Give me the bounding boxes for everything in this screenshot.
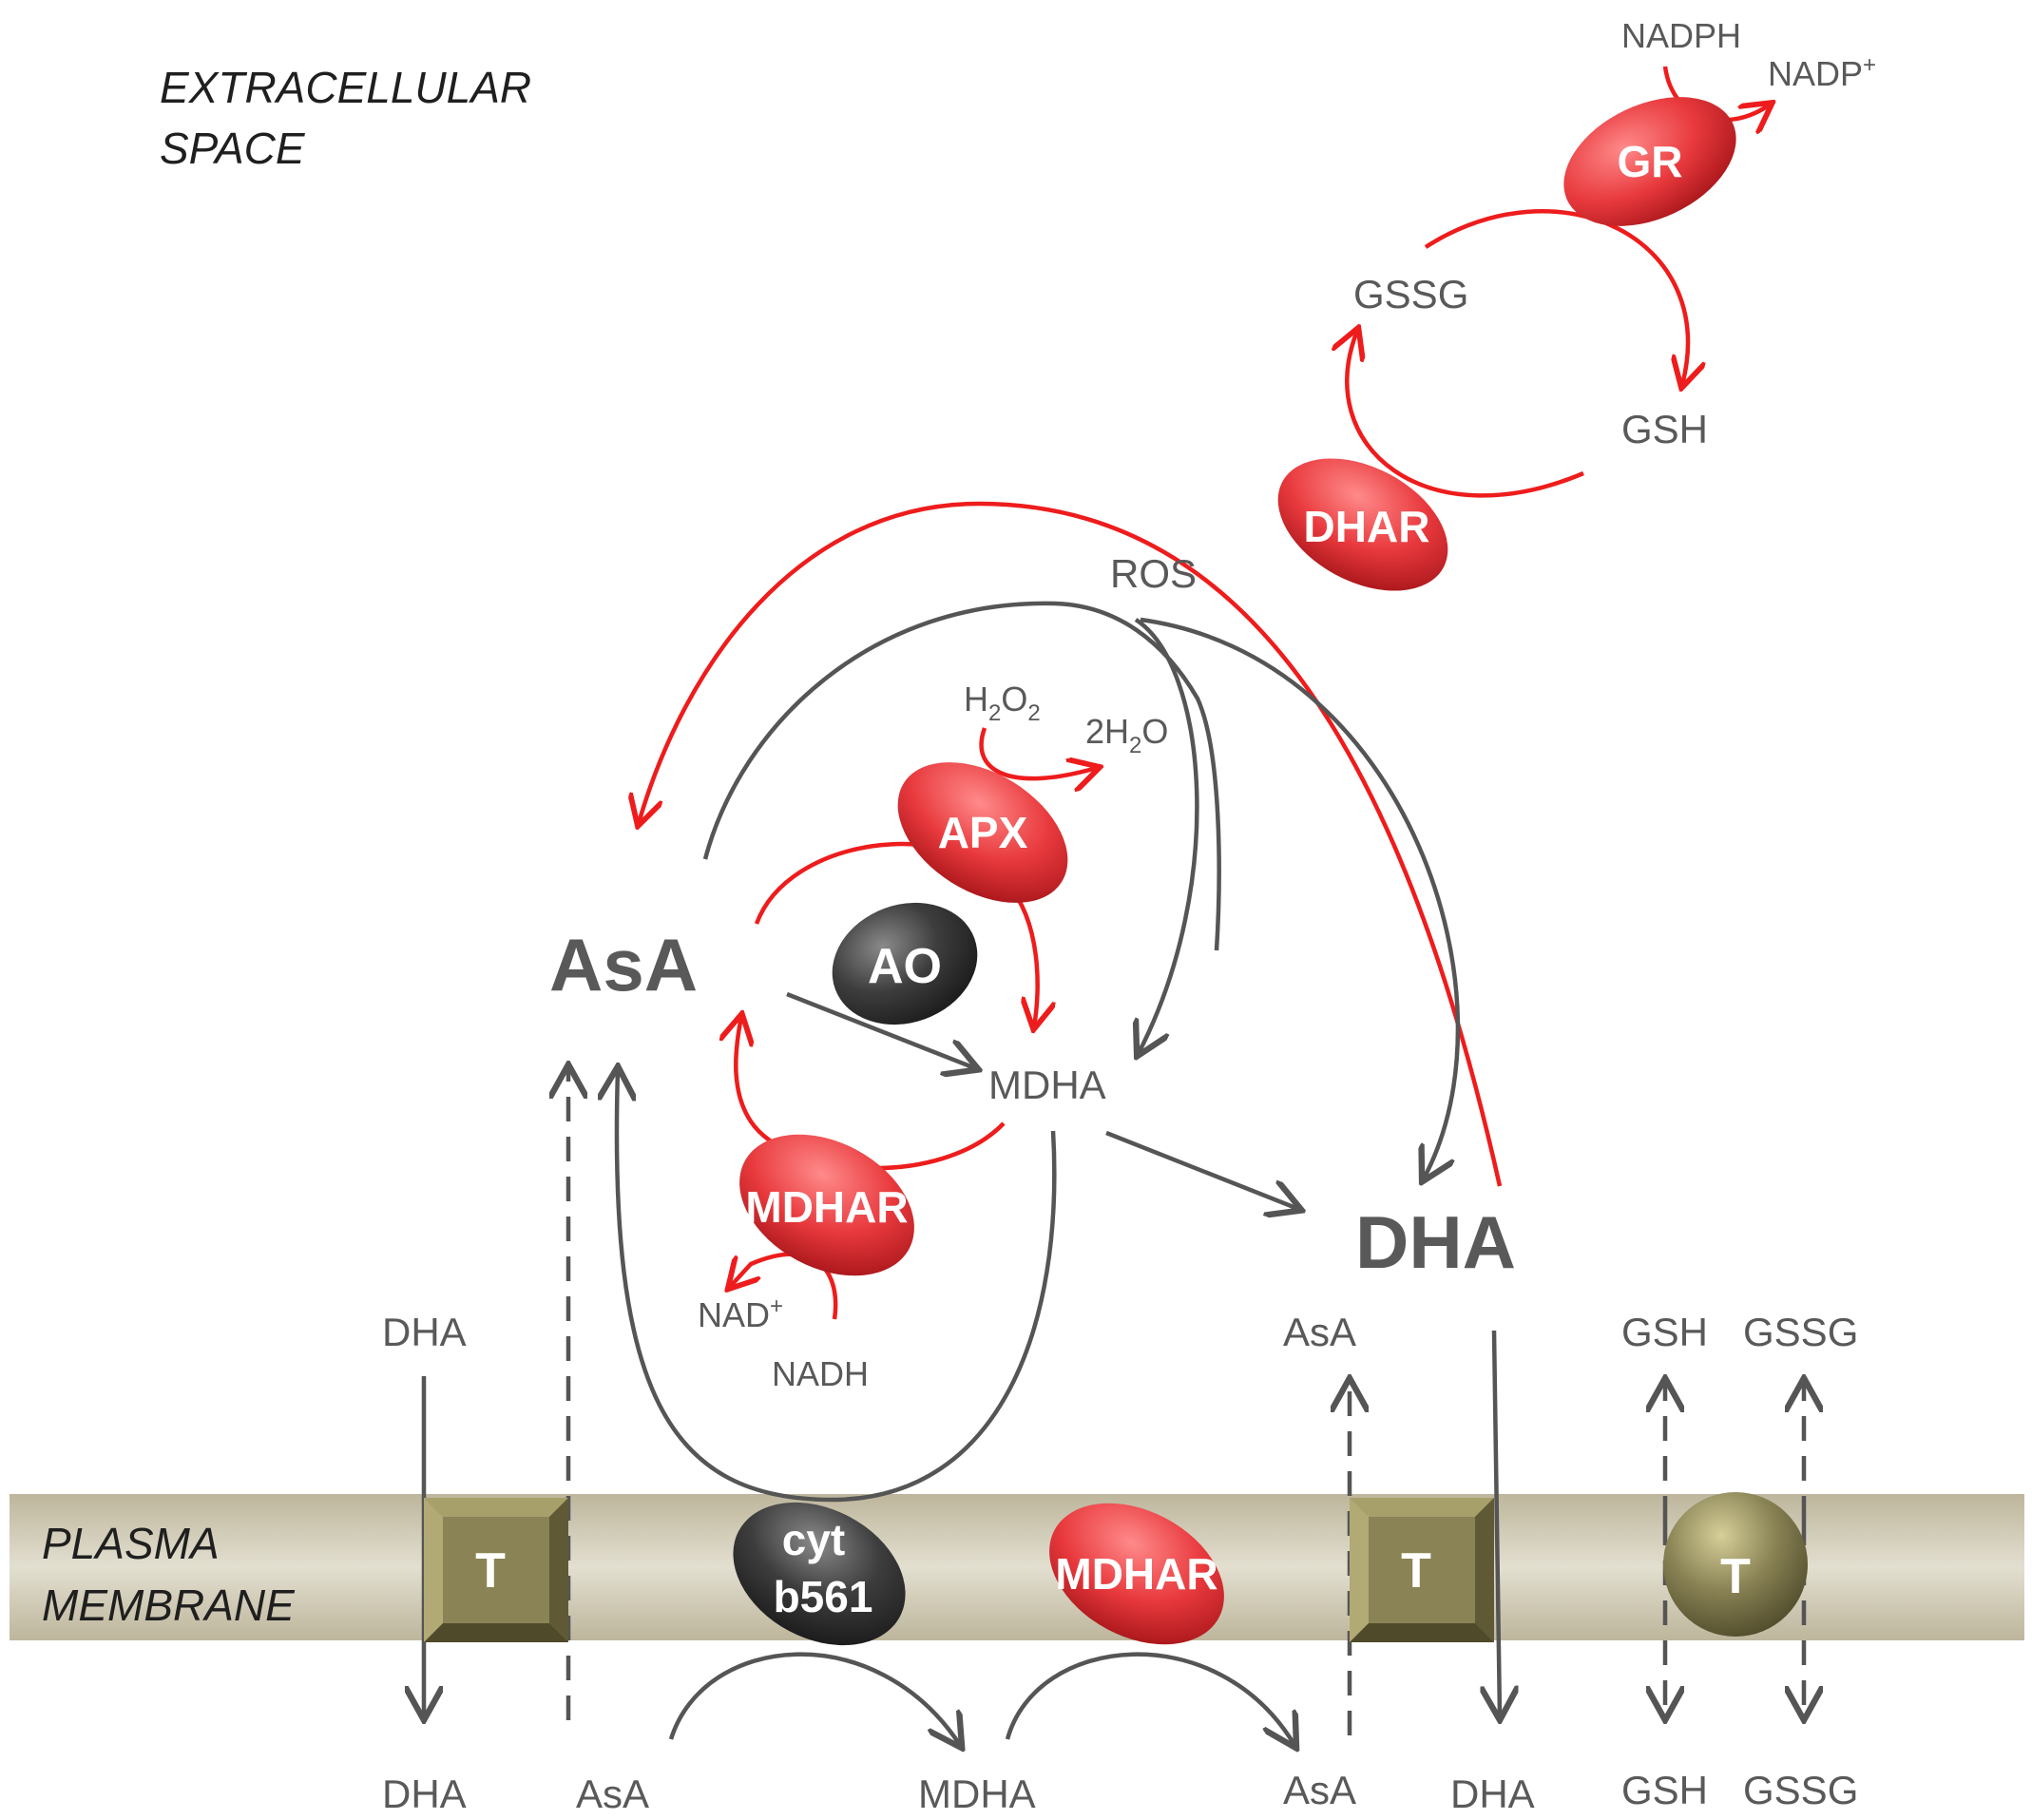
nadph-label: NADPH <box>1621 16 1741 55</box>
dhar-enzyme: DHAR <box>1277 458 1448 591</box>
asa-ros-arc <box>702 601 1221 951</box>
bottom-gssg-label: GSSG <box>1743 1768 1858 1812</box>
cyt-b561-enzyme: cyt b561 <box>733 1502 906 1646</box>
bottom-mdha-label: MDHA <box>918 1772 1036 1816</box>
svg-text:APX: APX <box>938 808 1028 857</box>
top-dha-label: DHA <box>382 1310 467 1354</box>
cyt-b561-mdha-to-asa-loop <box>617 1070 1057 1503</box>
mdha-to-dha-arrow <box>1105 1130 1298 1209</box>
svg-text:b561: b561 <box>774 1572 873 1621</box>
ros-to-mdha-arrow <box>1136 618 1199 1053</box>
bottom-asa-left-label: AsA <box>576 1772 649 1816</box>
ros-label: ROS <box>1110 551 1197 596</box>
transporter-right-label: T <box>1720 1549 1751 1604</box>
cyt-asa-to-mdha-arc <box>668 1652 960 1745</box>
bottom-dha-right-label: DHA <box>1450 1772 1535 1816</box>
h2o2-label: H2O2 <box>964 680 1041 726</box>
svg-text:GR: GR <box>1618 137 1683 186</box>
h2o-label: 2H2O <box>1085 712 1168 758</box>
bottom-gsh-label: GSH <box>1621 1768 1708 1812</box>
top-asa-label: AsA <box>1283 1310 1356 1354</box>
ros-to-dha-arrow <box>1140 617 1461 1178</box>
gr-enzyme: GR <box>1563 97 1736 226</box>
svg-text:MDHAR: MDHAR <box>1055 1549 1217 1599</box>
dha-to-asa-arrow <box>639 501 1503 1187</box>
nad-label: NAD+ <box>698 1293 783 1334</box>
transporter-middle: T <box>1350 1498 1494 1642</box>
extracellular-label-line2: SPACE <box>160 124 306 173</box>
gsh-label: GSH <box>1621 407 1708 451</box>
nadp-label: NADP+ <box>1768 52 1876 93</box>
nadh-label: NADH <box>772 1354 869 1393</box>
asa-main-label: AsA <box>549 923 698 1006</box>
ao-enzyme: AO <box>832 902 978 1025</box>
transporter-middle-label: T <box>1401 1543 1431 1599</box>
mdha-main-label: MDHA <box>988 1063 1106 1107</box>
transporter-left: T <box>424 1498 568 1642</box>
mdhar-mdha-to-asa-arc <box>1005 1652 1294 1745</box>
svg-text:DHAR: DHAR <box>1304 502 1430 551</box>
transporter-left-label: T <box>475 1543 506 1599</box>
gssg-gsh-cycle-arrow <box>1424 209 1688 385</box>
gssg-label: GSSG <box>1353 272 1468 316</box>
h2o2-to-h2o-arrow <box>979 727 1097 778</box>
svg-text:MDHAR: MDHAR <box>745 1182 908 1232</box>
top-gsh-label: GSH <box>1621 1310 1708 1354</box>
extracellular-label-line1: EXTRACELLULAR <box>160 63 531 112</box>
bottom-asa-right-label: AsA <box>1283 1768 1356 1812</box>
bottom-dha-left-label: DHA <box>382 1772 467 1816</box>
dha-import-arrow-right <box>1494 1330 1500 1716</box>
svg-text:cyt: cyt <box>782 1515 845 1564</box>
ao-asa-to-mdha-arrow <box>786 991 975 1068</box>
membrane-label-line1: PLASMA <box>42 1519 220 1568</box>
mdhar-enzyme: MDHAR <box>739 1134 914 1276</box>
transporter-right: T <box>1663 1492 1808 1637</box>
apx-enzyme: APX <box>897 762 1068 903</box>
top-gssg-label: GSSG <box>1743 1310 1858 1354</box>
dha-main-label: DHA <box>1355 1200 1516 1284</box>
svg-text:AO: AO <box>868 939 942 994</box>
membrane-label-line2: MEMBRANE <box>42 1581 296 1630</box>
gsh-gssg-cycle-arrow <box>1347 331 1584 498</box>
membrane-mdhar-enzyme: MDHAR <box>1049 1503 1224 1645</box>
